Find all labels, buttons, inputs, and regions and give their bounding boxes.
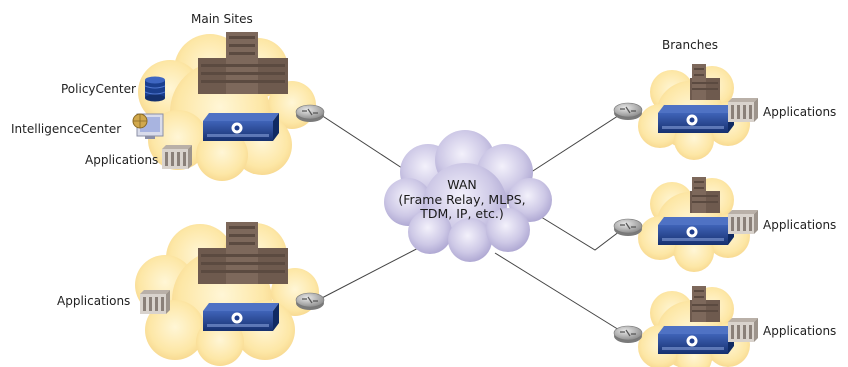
router-icon <box>613 218 643 237</box>
network-links <box>317 111 625 334</box>
link-main-2-wan <box>317 242 429 301</box>
wan-title: WAN <box>447 177 477 192</box>
wan-types-line-2: TDM, IP, etc.) <box>420 206 504 221</box>
appliance-icon <box>203 303 279 331</box>
servers-icon <box>728 318 758 342</box>
database-icon <box>144 76 166 102</box>
link-wan-branch-2 <box>532 211 625 251</box>
router-icon <box>613 102 643 121</box>
link-wan-branch-3 <box>494 252 625 334</box>
main-sites-label: Main Sites <box>191 12 253 26</box>
wan-label: WAN (Frame Relay, MLPS, TDM, IP, etc.) <box>382 177 542 222</box>
router-icon <box>295 104 325 123</box>
branch-1-applications-label: Applications <box>763 105 837 119</box>
wan-types-line-1: (Frame Relay, MLPS, <box>398 191 526 207</box>
servers-icon <box>162 145 192 169</box>
branch-2-applications-label: Applications <box>763 218 837 232</box>
appliance-icon <box>658 217 734 245</box>
main-site-2-applications-label: Applications <box>57 294 131 308</box>
servers-icon <box>728 210 758 234</box>
branches-label: Branches <box>662 38 718 52</box>
main-site-1-applications-label: Applications <box>85 153 159 167</box>
appliance-icon <box>203 113 279 141</box>
intelligence-center-label: IntelligenceCenter <box>11 122 122 136</box>
router-icon <box>295 292 325 311</box>
link-main-1-wan <box>317 112 406 171</box>
appliance-icon <box>658 326 734 354</box>
appliance-icon <box>658 105 734 133</box>
monitor-icon <box>132 113 164 139</box>
router-icon <box>613 325 643 344</box>
wan-cloud <box>384 130 552 262</box>
servers-icon <box>728 98 758 122</box>
policy-center-label: PolicyCenter <box>61 82 136 96</box>
branch-3-applications-label: Applications <box>763 324 837 338</box>
link-wan-branch-1 <box>521 111 625 179</box>
servers-icon <box>140 290 170 314</box>
